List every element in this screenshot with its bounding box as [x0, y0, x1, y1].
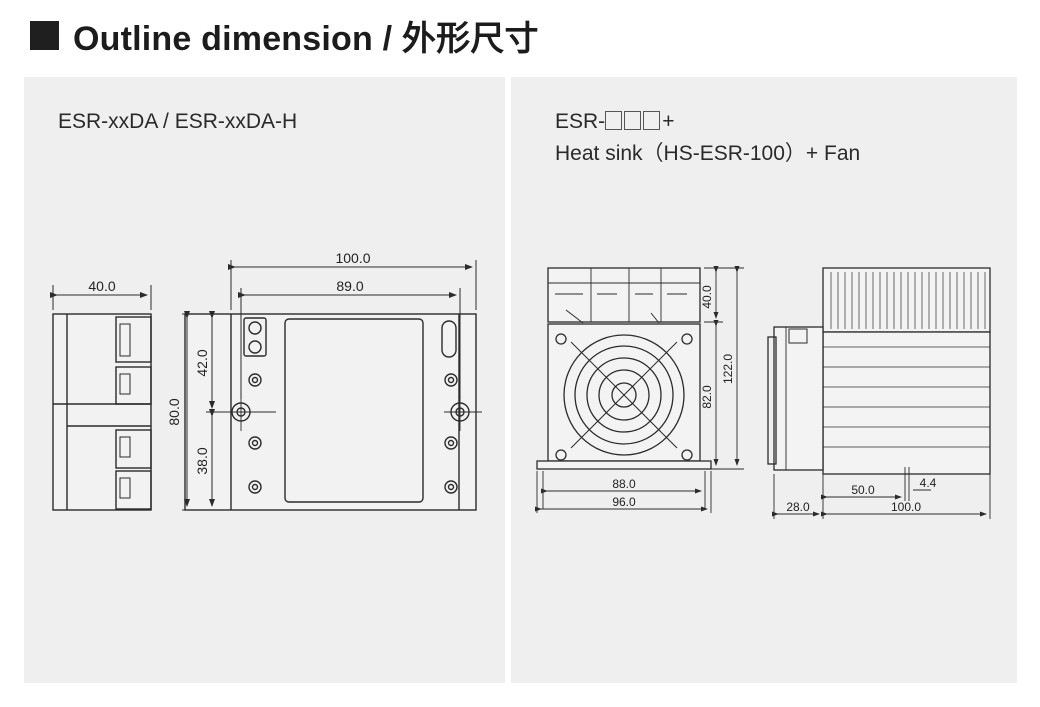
model-placeholder-box: [643, 111, 661, 130]
side-terminal-1: [115, 316, 152, 363]
left-drawing-panel: ESR-xxDA / ESR-xxDA-H: [24, 77, 505, 683]
fan-side-view: [773, 326, 824, 471]
side-terminal-3: [115, 429, 152, 469]
heatsink-side-body: [822, 331, 991, 475]
dim-front-overall-width: 100.0: [335, 250, 370, 266]
dim-front-mount-width: 89.0: [336, 278, 363, 294]
screw-icon: [248, 373, 262, 387]
model-placeholder-box: [624, 111, 642, 130]
fan-housing: [547, 323, 701, 462]
caption-model-suffix: +: [662, 110, 675, 133]
right-panel-caption-line1: ESR- +: [555, 106, 674, 137]
fan-guard-icon: [563, 334, 685, 456]
fan-screw-icon: [555, 333, 567, 345]
ssr-outline-drawing: 40.0 100.0 89.0 80.0 42.0 38.0: [50, 250, 482, 511]
dim-base-outer-width: 96.0: [612, 495, 636, 509]
dim-base-inner-width: 88.0: [612, 477, 636, 491]
screw-icon: [444, 436, 458, 450]
dim-front-height: 80.0: [166, 398, 182, 425]
page-header: Outline dimension / 外形尺寸: [30, 12, 539, 58]
fan-screw-icon: [681, 333, 693, 345]
page-title: Outline dimension / 外形尺寸: [73, 19, 539, 58]
dim-total-height: 122.0: [721, 354, 735, 384]
fan-screw-icon: [681, 449, 693, 461]
caption-model-prefix: ESR-: [555, 110, 606, 133]
left-panel-caption: ESR-xxDA / ESR-xxDA-H: [58, 110, 298, 133]
input-terminal-block: [243, 317, 267, 357]
side-terminal-2: [115, 366, 152, 405]
dim-slot-width: 4.4: [920, 476, 937, 490]
side-terminal-4: [115, 470, 152, 510]
model-placeholder-box: [605, 111, 623, 130]
dim-side-offset: 28.0: [786, 500, 810, 514]
right-panel-caption-line2: Heat sink（HS-ESR-100）+ Fan: [555, 142, 861, 165]
screw-icon: [444, 480, 458, 494]
dim-side-width: 40.0: [88, 278, 115, 294]
heatsink-front-top-module: [547, 267, 701, 323]
screw-icon: [444, 373, 458, 387]
fan-screw-icon: [555, 449, 567, 461]
heatsink-fins: [822, 267, 991, 333]
front-slot: [441, 320, 457, 358]
dim-mount-position: 50.0: [851, 483, 875, 497]
dim-top-height: 40.0: [700, 285, 714, 309]
front-center-window: [284, 318, 424, 503]
dim-upper-height: 42.0: [194, 349, 210, 376]
screw-icon: [248, 480, 262, 494]
heatsink-fan-drawing: 40.0 122.0 82.0 88.0 96.0 28.0 100.0 50.…: [535, 266, 991, 519]
ssr-side-view-body: [52, 313, 152, 511]
screw-icon: [248, 436, 262, 450]
right-drawing-panel: ESR- + Heat sink（HS-ESR-100）+ Fan: [511, 77, 1017, 683]
dim-side-length: 100.0: [891, 500, 921, 514]
dim-lower-height: 38.0: [194, 447, 210, 474]
dim-fan-height: 82.0: [700, 385, 714, 409]
header-square-bullet: [30, 20, 59, 50]
heatsink-base-plate: [536, 460, 712, 470]
